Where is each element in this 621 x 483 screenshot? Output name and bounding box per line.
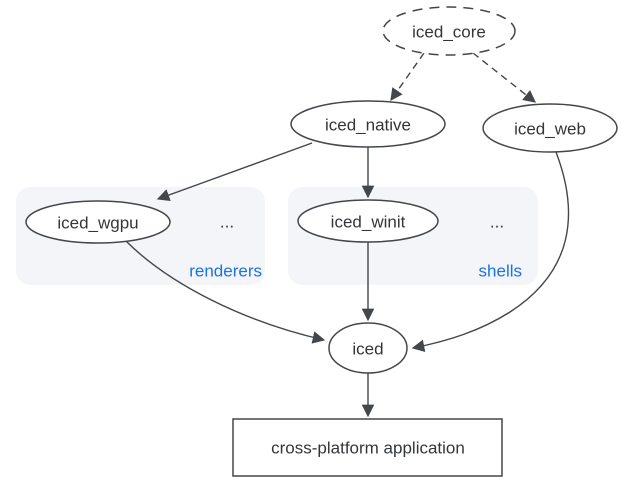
node-cross-platform-application <box>232 418 503 477</box>
edge-iced-core-to-iced-web <box>472 52 536 103</box>
node-iced <box>328 322 408 374</box>
shells-ellipsis: ... <box>490 213 504 232</box>
edge-iced-wgpu-to-iced <box>125 240 326 344</box>
group-label-shells: shells <box>479 262 522 281</box>
node-iced-winit <box>297 199 439 243</box>
node-iced-native <box>290 100 446 148</box>
edge-iced-core-to-iced-native <box>390 52 425 102</box>
node-iced-label: iced <box>352 340 383 359</box>
node-iced-wgpu <box>25 200 171 244</box>
node-iced-web <box>482 103 618 153</box>
renderers-ellipsis: ... <box>220 213 234 232</box>
group-label-renderers: renderers <box>189 262 262 281</box>
node-iced-core <box>382 6 516 56</box>
node-iced-web-label: iced_web <box>514 120 586 139</box>
edge-iced-web-to-iced <box>411 151 570 352</box>
node-iced-winit-label: iced_winit <box>331 213 406 232</box>
edge-iced-native-to-iced-wgpu <box>156 142 313 202</box>
node-cross-platform-application-label: cross-platform application <box>271 439 465 458</box>
node-iced-native-label: iced_native <box>325 116 411 135</box>
node-iced-core-label: iced_core <box>412 23 486 42</box>
node-iced-wgpu-label: iced_wgpu <box>57 214 138 233</box>
